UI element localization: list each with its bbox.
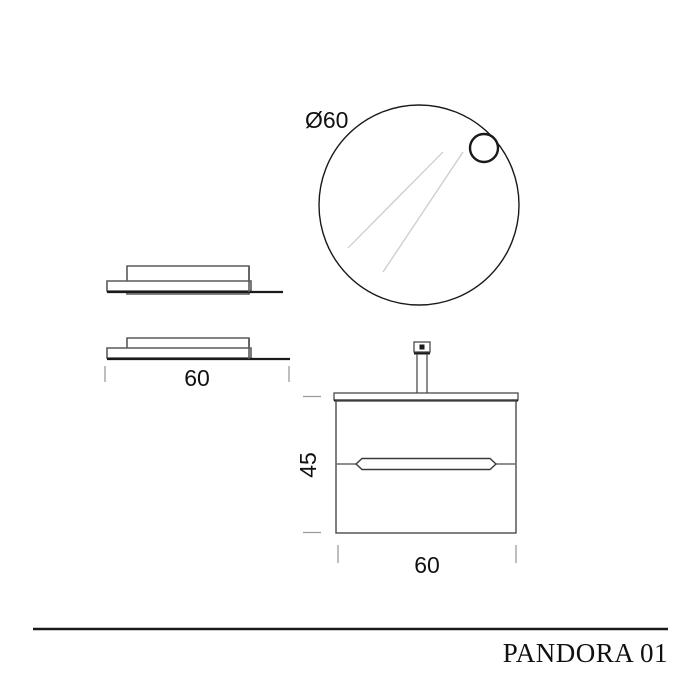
shelf-side-view-upper [106,265,283,295]
mirror-reflection-line-1 [347,151,444,249]
drawer-handle [354,457,498,471]
mirror-diameter-label: Ø60 [305,107,348,133]
mirror-reflection-line-2 [382,151,464,273]
shelf-width-dimension [104,366,290,382]
cabinet-height-dimension: 45 [295,395,321,534]
faucet [413,341,431,396]
shelf-side-view-lower [106,337,290,361]
round-mirror-front-view [318,104,520,306]
countertop-slab [333,392,519,401]
cabinet-height-label: 45 [295,452,321,478]
vanity-cabinet-front-view [333,341,519,534]
cabinet-width-dimension [337,545,517,563]
shelf-upper-front-slab [106,280,252,292]
shelf-lower-front-slab [106,347,252,359]
faucet-outlet-icon [419,344,425,350]
product-name-label: PANDORA 01 [503,638,668,668]
cabinet-width-label: 60 [414,552,440,578]
mirror-outline [318,104,520,306]
shelf-width-label: 60 [184,365,210,391]
magnifying-mirror-icon [468,132,500,164]
